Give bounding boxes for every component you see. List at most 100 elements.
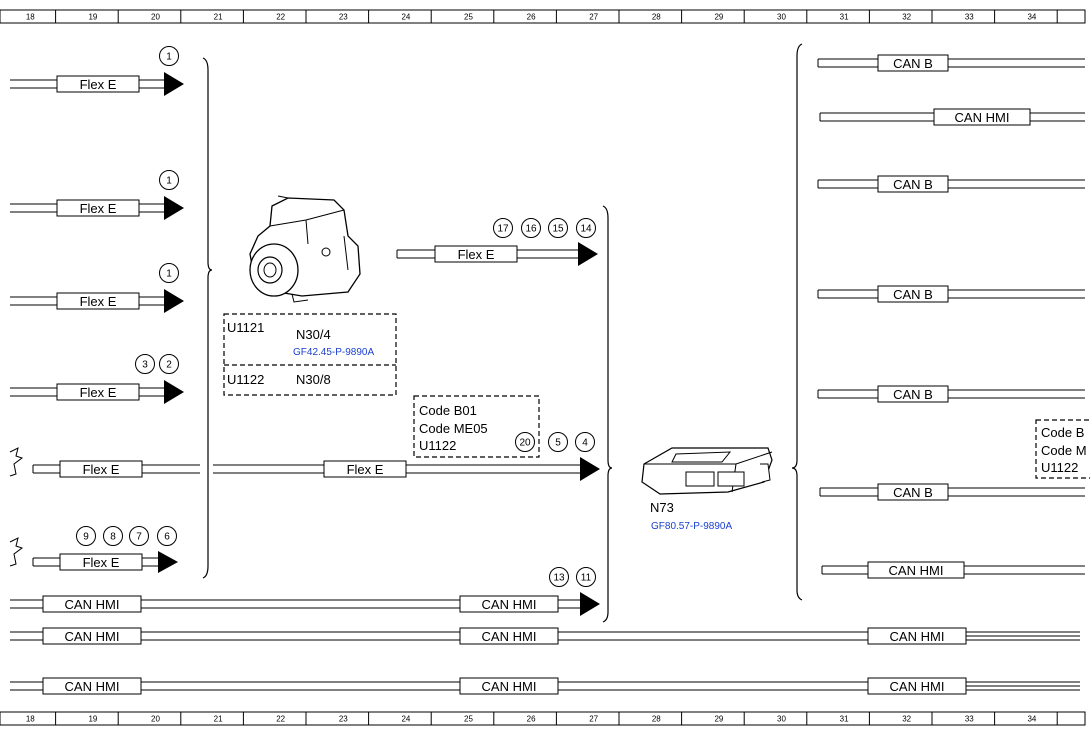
- abs-code-u1122: U1122: [227, 372, 264, 387]
- bus-label-box: [877, 54, 949, 72]
- bus-label-box: [59, 460, 143, 478]
- bus-label-box: [434, 245, 518, 263]
- ruler-number: 27: [589, 13, 598, 22]
- left-bus: Flex E: [32, 460, 200, 478]
- ruler-number: 21: [214, 13, 223, 22]
- connection-marker-text: 14: [580, 224, 592, 235]
- connector-partial-icon: [9, 537, 24, 567]
- ruler-number: 31: [840, 715, 849, 724]
- bus-label-box: [877, 483, 949, 501]
- ruler-number: 22: [276, 13, 285, 22]
- bus-label-box: [56, 383, 140, 401]
- ruler-number: 31: [840, 13, 849, 22]
- ruler-number: 20: [151, 715, 160, 724]
- bus-label-box: [459, 677, 559, 695]
- connection-marker-text: 4: [582, 438, 588, 449]
- connection-marker: [159, 263, 179, 283]
- ruler-number: 32: [902, 715, 911, 724]
- left-bus: Flex E1: [10, 170, 184, 220]
- bus-label: CAN HMI: [890, 679, 945, 694]
- bus-label-box: [42, 595, 142, 613]
- right-bus: CAN B: [819, 483, 1085, 501]
- ecu-name: N73: [650, 500, 674, 515]
- abs-code-box: U1121 N30/4 GF42.45-P-9890A U1122 N30/8: [223, 313, 397, 396]
- connector-partial-icon: [9, 447, 24, 477]
- bus-label-box: [56, 292, 140, 310]
- connection-marker: [129, 526, 149, 546]
- ruler-number: 21: [214, 715, 223, 724]
- ruler-number: 24: [401, 715, 410, 724]
- arrow-icon: [580, 592, 600, 616]
- ruler-number: 29: [714, 13, 723, 22]
- arrow-icon: [158, 551, 178, 573]
- right-code-box: Code B Code M U1122: [1035, 419, 1090, 479]
- ruler-number: 34: [1027, 715, 1036, 724]
- ruler-number: 28: [652, 13, 661, 22]
- ruler-number: 18: [26, 13, 35, 22]
- arrow-icon: [164, 380, 184, 404]
- abs-code-n30-8: N30/8: [296, 372, 331, 387]
- ecu-ref: GF80.57-P-9890A: [651, 521, 732, 532]
- middle-code-line-3: U1122: [419, 438, 456, 453]
- connection-marker-text: 13: [553, 573, 565, 584]
- abs-code-ref: GF42.45-P-9890A: [293, 347, 374, 358]
- bus-label: CAN B: [893, 287, 933, 302]
- bus-label-box: [933, 108, 1031, 126]
- arrow-icon: [164, 196, 184, 220]
- bus-label: Flex E: [80, 77, 117, 92]
- ecu-icon: [641, 447, 773, 495]
- connection-marker: [493, 218, 513, 238]
- connection-marker: [159, 354, 179, 374]
- connection-marker-text: 16: [525, 224, 537, 235]
- connection-marker-text: 1: [166, 176, 172, 187]
- right-bus: CAN B: [817, 175, 1085, 193]
- right-bus: CAN B: [817, 385, 1085, 403]
- ruler-number: 33: [965, 13, 974, 22]
- connection-marker: [575, 432, 595, 452]
- connection-marker: [549, 567, 569, 587]
- connection-marker-text: 3: [142, 360, 148, 371]
- middle-code-box: Code B01 Code ME05 U1122: [413, 395, 540, 458]
- abs-unit-icon: [249, 195, 361, 303]
- ruler-number: 23: [339, 715, 348, 724]
- bus-label: Flex E: [80, 385, 117, 400]
- ruler-number: 18: [26, 715, 35, 724]
- bottom-bus: CAN HMI CAN HMI 13 11: [10, 567, 600, 616]
- bus-label-box: [877, 285, 949, 303]
- ruler-number: 24: [401, 13, 410, 22]
- connection-marker: [159, 46, 179, 66]
- bus-label: CAN HMI: [65, 597, 120, 612]
- middle-code-line-2: Code ME05: [419, 421, 488, 436]
- bus-label: Flex E: [83, 462, 120, 477]
- connection-marker: [103, 526, 123, 546]
- bus-label-box: [56, 75, 140, 93]
- ruler-number: 34: [1027, 13, 1036, 22]
- arrow-icon: [580, 457, 600, 481]
- connection-marker-text: 1: [166, 269, 172, 280]
- bus-label-box: [459, 595, 559, 613]
- connection-marker-text: 11: [581, 573, 592, 584]
- connection-marker: [157, 526, 177, 546]
- connection-marker: [76, 526, 96, 546]
- connection-marker: [548, 218, 568, 238]
- connection-marker: [576, 218, 596, 238]
- ruler-number: 25: [464, 13, 473, 22]
- bus-label: CAN HMI: [65, 679, 120, 694]
- ruler-number: 19: [88, 13, 97, 22]
- bus-label-box: [323, 460, 407, 478]
- ruler-number: 26: [527, 715, 536, 724]
- ruler-number: 27: [589, 715, 598, 724]
- bus-label: CAN HMI: [482, 597, 537, 612]
- bus-label: CAN HMI: [482, 629, 537, 644]
- ruler-number: 32: [902, 13, 911, 22]
- middle-brace: [602, 205, 613, 623]
- bus-label: CAN HMI: [482, 679, 537, 694]
